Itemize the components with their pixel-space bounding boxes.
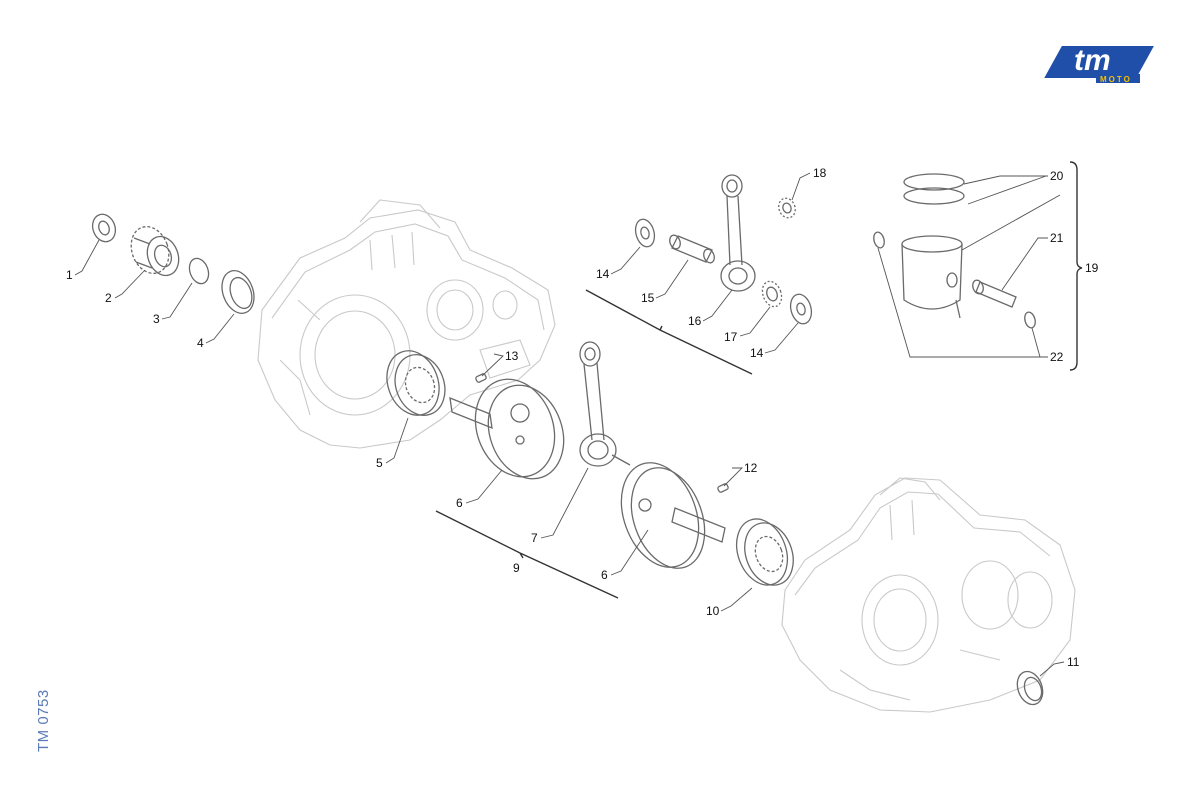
part-11-oil-seal — [1016, 670, 1044, 706]
bracket-conrod-kit — [585, 289, 753, 375]
tm-moto-logo: tm MOTO — [1044, 44, 1154, 84]
part-10-bearing — [735, 518, 794, 586]
callout-17: 17 — [724, 330, 738, 344]
part-5-main-bearing — [386, 350, 446, 416]
callout-12: 12 — [744, 461, 758, 475]
callout-15: 15 — [641, 291, 655, 305]
part-1-washer — [91, 213, 117, 243]
callout-22: 22 — [1050, 350, 1064, 364]
part-22-circlip-left — [873, 231, 885, 249]
callout-labels: 1 2 3 4 5 6 7 9 6 10 11 12 13 14 15 16 1… — [66, 166, 1099, 669]
leader-lines — [74, 172, 1065, 677]
callout-9: 9 — [513, 561, 520, 575]
part-15-crank-pin — [669, 234, 715, 264]
part-7-connecting-rod — [579, 341, 631, 467]
part-6-flywheel-left — [449, 378, 565, 480]
brace-piston-kit — [1069, 161, 1083, 371]
callout-2: 2 — [105, 291, 112, 305]
document-code: TM 0753 — [35, 689, 52, 752]
part-17-needle-bearing — [761, 280, 783, 308]
callout-21: 21 — [1050, 231, 1064, 245]
right-crankcase-half — [781, 477, 1076, 713]
callout-5: 5 — [376, 456, 383, 470]
part-4-oil-seal — [221, 270, 255, 314]
logo-wordmark: tm — [1074, 44, 1111, 77]
part-12-key — [717, 483, 729, 493]
part-6-flywheel-right — [620, 462, 726, 569]
part-14-washer-right — [789, 293, 813, 325]
part-14-washer-left — [634, 218, 656, 248]
left-crankcase-half — [257, 199, 556, 449]
bracket-crankshaft-kit — [435, 510, 619, 599]
part-3-o-ring — [188, 257, 210, 285]
callout-3: 3 — [153, 312, 160, 326]
part-20-piston-rings — [903, 173, 965, 205]
callout-18: 18 — [813, 166, 827, 180]
logo-subtext: MOTO — [1100, 75, 1132, 84]
callout-13: 13 — [505, 349, 519, 363]
part-22-circlip-right — [1024, 311, 1036, 329]
callout-1: 1 — [66, 268, 73, 282]
part-13-key — [475, 373, 487, 383]
callout-4: 4 — [197, 336, 204, 350]
callout-14-left: 14 — [596, 267, 610, 281]
callout-10: 10 — [706, 604, 720, 618]
callout-20: 20 — [1050, 169, 1064, 183]
callout-14-right: 14 — [750, 346, 764, 360]
part-2-gear — [130, 225, 180, 277]
callout-16: 16 — [688, 314, 702, 328]
callout-19: 19 — [1085, 261, 1099, 275]
callout-7: 7 — [531, 531, 538, 545]
part-16-connecting-rod — [720, 174, 756, 292]
part-18-small-end-bearing — [778, 197, 796, 219]
callout-6-upper: 6 — [456, 496, 463, 510]
part-21-piston-pin — [972, 279, 1017, 308]
callout-6-lower: 6 — [601, 568, 608, 582]
part-19-piston — [901, 235, 963, 319]
callout-11: 11 — [1067, 655, 1080, 669]
